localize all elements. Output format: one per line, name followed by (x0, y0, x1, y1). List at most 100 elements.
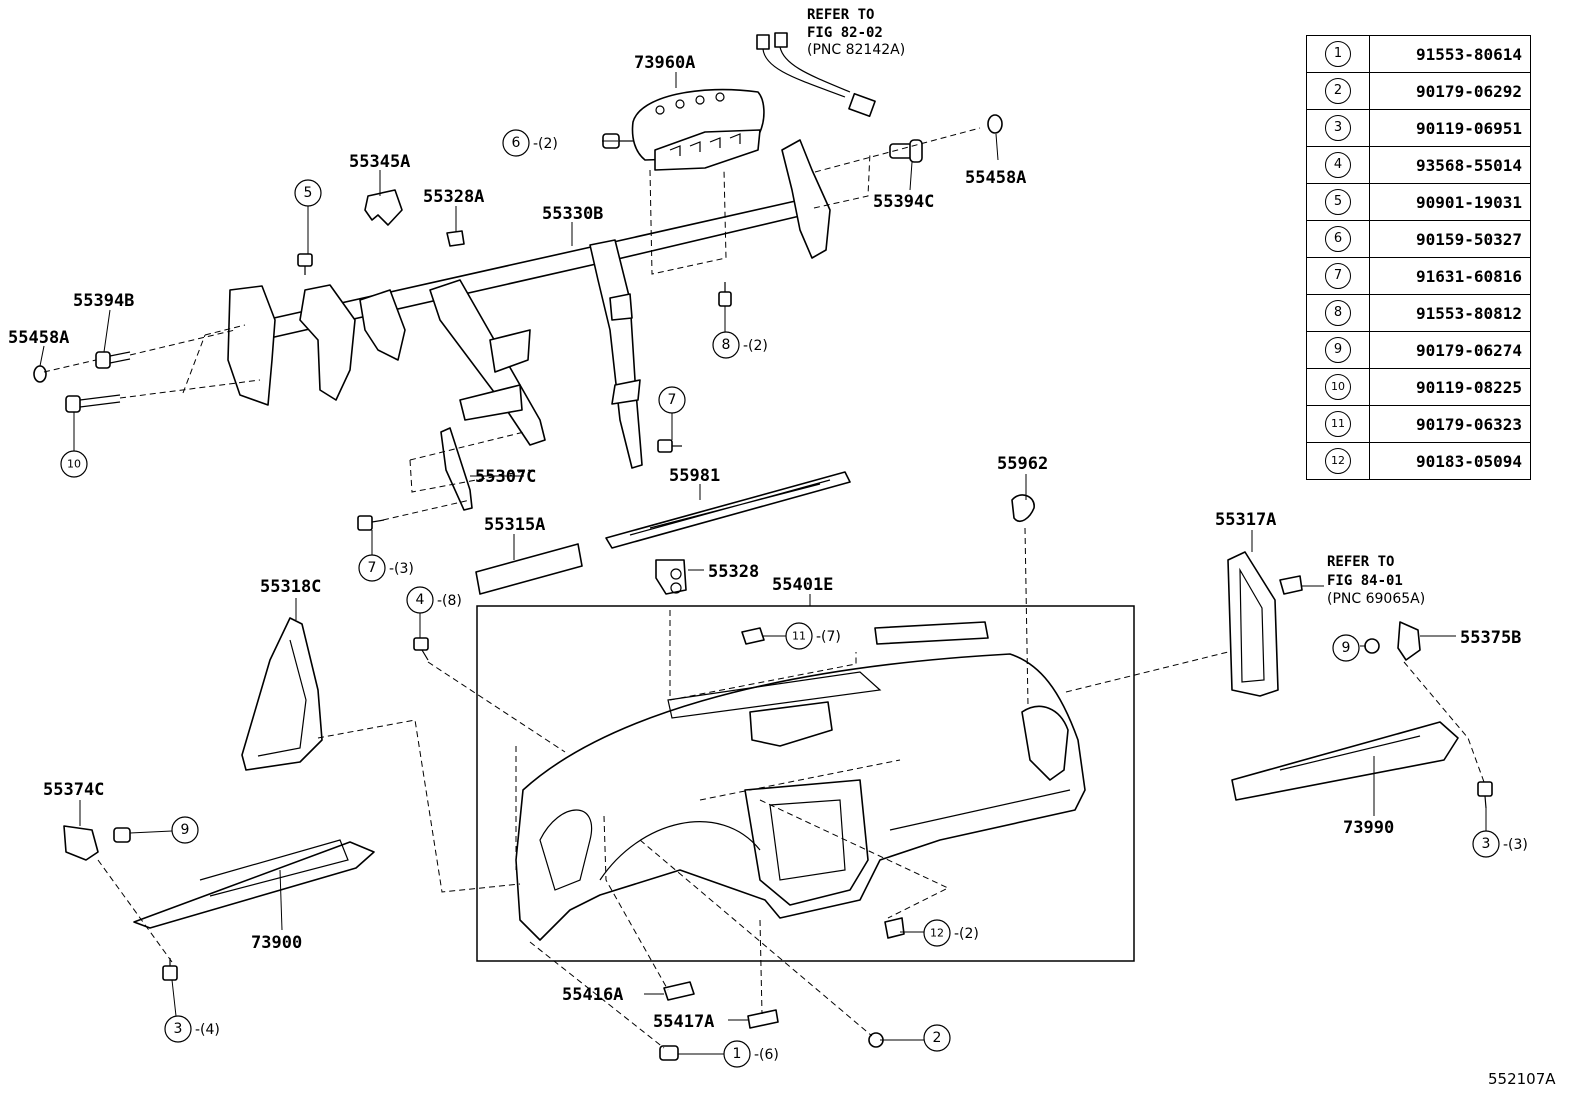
legend-row: 5 90901-19031 (1306, 183, 1531, 221)
callout-9b: 9 (1332, 634, 1360, 662)
legend-callout-circle: 10 (1325, 374, 1351, 400)
svg-text:REFER TO: REFER TO (807, 7, 874, 23)
label-73900: 73900 (251, 933, 302, 953)
legend-row: 7 91631-60816 (1306, 257, 1531, 295)
svg-text:10: 10 (67, 458, 81, 471)
callout-2: 2 (923, 1024, 951, 1052)
svg-text:-(3): -(3) (389, 561, 414, 577)
assembly-lines (43, 127, 1485, 1049)
clip-55417A-drawing (747, 1009, 779, 1029)
nut-9a-drawing (113, 827, 131, 843)
label-55375B: 55375B (1460, 628, 1521, 648)
label-55458A-left: 55458A (8, 328, 69, 348)
instrument-panel-group-box (476, 605, 1135, 962)
airbag-module-drawing (631, 88, 765, 171)
ref-note-fig-82-02: REFER TO FIG 82-02 (PNC 82142A) (807, 7, 905, 58)
leader-lines (39, 72, 1487, 1055)
bolt-4-drawing (413, 637, 429, 661)
legend-callout-number: 2 (1306, 72, 1370, 110)
svg-text:FIG 82-02: FIG 82-02 (807, 25, 883, 41)
legend-part-code: 90179-06274 (1369, 331, 1531, 369)
legend-callout-number: 1 (1306, 35, 1370, 73)
cap-55458A-left-drawing (33, 365, 47, 383)
bolt-7-drawing (657, 439, 682, 453)
svg-text:5: 5 (304, 185, 313, 201)
svg-text:FIG 84-01: FIG 84-01 (1327, 573, 1403, 589)
legend-callout-number: 3 (1306, 109, 1370, 147)
svg-text:12: 12 (930, 927, 944, 940)
pad-55401E-top-drawing (874, 621, 989, 645)
bolt-5-drawing (297, 253, 313, 275)
legend-callout-circle: 2 (1325, 78, 1351, 104)
legend-row: 2 90179-06292 (1306, 72, 1531, 110)
legend-part-code: 90901-19031 (1369, 183, 1531, 221)
ref-note-fig-84-01: REFER TO FIG 84-01 (PNC 69065A) (1327, 554, 1425, 607)
airbag-73990-drawing (1231, 721, 1459, 801)
legend-row: 9 90179-06274 (1306, 331, 1531, 369)
legend-callout-number: 7 (1306, 257, 1370, 295)
bolt-7b-drawing (357, 515, 385, 531)
label-55330B: 55330B (542, 204, 603, 224)
svg-text:11: 11 (792, 630, 806, 643)
legend-callout-number: 8 (1306, 294, 1370, 332)
clip-55416A-drawing (663, 981, 695, 1001)
legend-callout-number: 4 (1306, 146, 1370, 184)
part-labels: 73960A 55345A 55328A 55330B 55394C 55458… (8, 53, 1521, 1032)
legend-callout-circle: 9 (1325, 337, 1351, 363)
label-55981: 55981 (669, 466, 720, 486)
svg-text:-(8): -(8) (437, 593, 462, 609)
callout-1: 1 -(6) (723, 1040, 779, 1068)
svg-text:9: 9 (1342, 640, 1351, 656)
legend-callout-number: 12 (1306, 442, 1370, 480)
label-55328A: 55328A (423, 187, 484, 207)
cap-55458A-right-drawing (987, 114, 1003, 134)
bracket-55374C-drawing (63, 825, 99, 861)
callout-7b: 7 -(3) (358, 554, 414, 582)
bracket-55375B-drawing (1397, 621, 1421, 661)
svg-text:-(7): -(7) (816, 629, 841, 645)
label-55394B: 55394B (73, 291, 134, 311)
bolt-3a-drawing (1477, 781, 1493, 809)
svg-text:3: 3 (1482, 836, 1491, 852)
legend-part-code: 90179-06292 (1369, 72, 1531, 110)
connector-84-01-drawing (1279, 575, 1303, 595)
bolt-8-drawing (718, 282, 732, 307)
clip-55328-drawing (655, 559, 687, 595)
legend-row: 6 90159-50327 (1306, 220, 1531, 258)
legend-callout-circle: 6 (1325, 226, 1351, 252)
legend-callout-circle: 8 (1325, 300, 1351, 326)
legend-part-code: 93568-55014 (1369, 146, 1531, 184)
legend-part-code: 90119-06951 (1369, 109, 1531, 147)
label-55317A: 55317A (1215, 510, 1276, 530)
defroster-nozzle-drawing (605, 471, 851, 549)
legend-callout-circle: 7 (1325, 263, 1351, 289)
legend-callout-number: 11 (1306, 405, 1370, 443)
legend-part-code: 91631-60816 (1369, 257, 1531, 295)
svg-text:9: 9 (181, 822, 190, 838)
callout-3b: 3 -(4) (164, 1015, 220, 1043)
side-panel-55318C-drawing (241, 617, 323, 771)
svg-text:(PNC 69065A): (PNC 69065A) (1327, 591, 1425, 607)
svg-text:-(2): -(2) (743, 338, 768, 354)
svg-text:-(4): -(4) (195, 1022, 220, 1038)
callout-12: 12 -(2) (923, 919, 979, 947)
label-55458A-right: 55458A (965, 168, 1026, 188)
legend-callout-circle: 12 (1325, 448, 1351, 474)
svg-text:6: 6 (512, 135, 521, 151)
legend-part-code: 91553-80614 (1369, 35, 1531, 73)
airbag-wire-harness (756, 32, 876, 118)
callout-3a: 3 -(3) (1472, 830, 1528, 858)
legend-part-code: 90159-50327 (1369, 220, 1531, 258)
illustration-id: 552107A (1488, 1070, 1556, 1088)
label-55307C: 55307C (475, 467, 536, 487)
label-55328: 55328 (708, 562, 759, 582)
callout-9a: 9 (171, 816, 199, 844)
legend-callout-circle: 5 (1325, 189, 1351, 215)
bracket-55345A-drawing (364, 189, 403, 226)
